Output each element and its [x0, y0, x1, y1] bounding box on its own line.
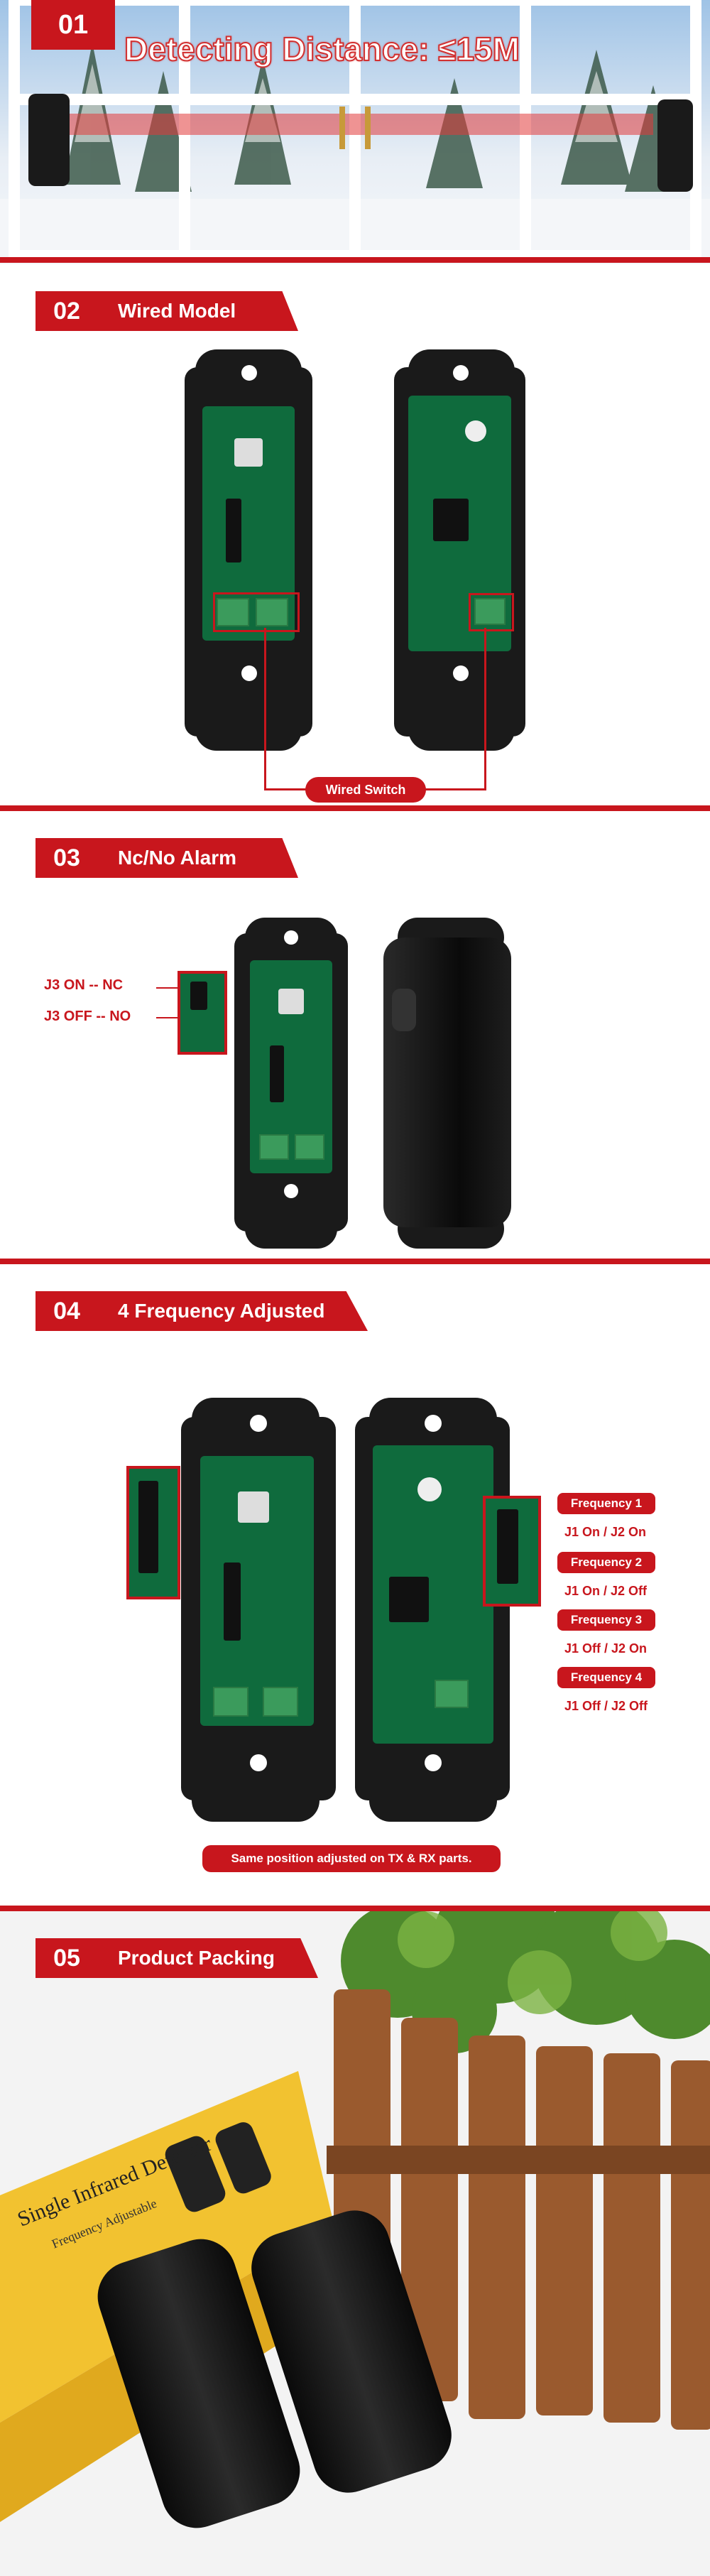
section-frequency: 04 4 Frequency Adjusted Frequency 1 J1 O… [0, 1264, 710, 1903]
terminal-block [474, 598, 506, 625]
headline: Detecting Distance: ≤15M [124, 30, 520, 68]
frequency-4-setting: J1 Off / J2 Off [564, 1699, 648, 1713]
frequency-2-setting: J1 On / J2 Off [564, 1584, 648, 1598]
divider [0, 1906, 710, 1911]
wired-switch-label: Wired Switch [305, 777, 426, 803]
section-title: 4 Frequency Adjusted [98, 1291, 368, 1331]
terminal-block [256, 598, 288, 626]
receiver-unit [657, 99, 693, 192]
tx-rx-note: Same position adjusted on TX & RX parts. [202, 1845, 501, 1872]
section-number: 05 [36, 1938, 98, 1978]
j3-off-label: J3 OFF -- NO [44, 1009, 131, 1024]
section-title: Nc/No Alarm [98, 838, 298, 878]
led-icon [465, 420, 486, 442]
section-title: Product Packing [98, 1938, 318, 1978]
section-wired-model: 02 Wired Model Wired Switch [0, 264, 710, 817]
section-number: 04 [36, 1291, 98, 1331]
detector-housing-closed [383, 938, 511, 1227]
j3-on-label: J3 ON -- NC [44, 977, 124, 993]
frequency-1-setting: J1 On / J2 On [564, 1525, 647, 1539]
section-number: 03 [36, 838, 98, 878]
section-number: 01 [31, 0, 115, 50]
section-nc-no-alarm: 03 Nc/No Alarm J3 ON -- NC J3 OFF -- NO [0, 811, 710, 1266]
divider [0, 257, 710, 263]
potentiometer-icon [278, 989, 304, 1014]
frequency-1-label: Frequency 1 [557, 1493, 655, 1514]
transmitter-unit [28, 94, 70, 186]
frequency-3-setting: J1 Off / J2 On [564, 1641, 648, 1656]
winter-scene-image [0, 0, 710, 264]
potentiometer-icon [238, 1491, 269, 1523]
jumper-zoom-right [483, 1496, 541, 1607]
section-distance: 01 Detecting Distance: ≤15M [0, 0, 710, 264]
section-packing: Single Infrared Detector Frequency Adjus… [0, 1911, 710, 2576]
divider [0, 1259, 710, 1264]
frequency-3-label: Frequency 3 [557, 1609, 655, 1631]
terminal-block [217, 598, 249, 626]
section-title: Wired Model [98, 291, 298, 331]
divider [0, 805, 710, 811]
lens-icon [392, 989, 416, 1031]
potentiometer-icon [234, 438, 263, 467]
section-number: 02 [36, 291, 98, 331]
frequency-4-label: Frequency 4 [557, 1667, 655, 1688]
led-icon [417, 1477, 442, 1501]
frequency-2-label: Frequency 2 [557, 1552, 655, 1573]
